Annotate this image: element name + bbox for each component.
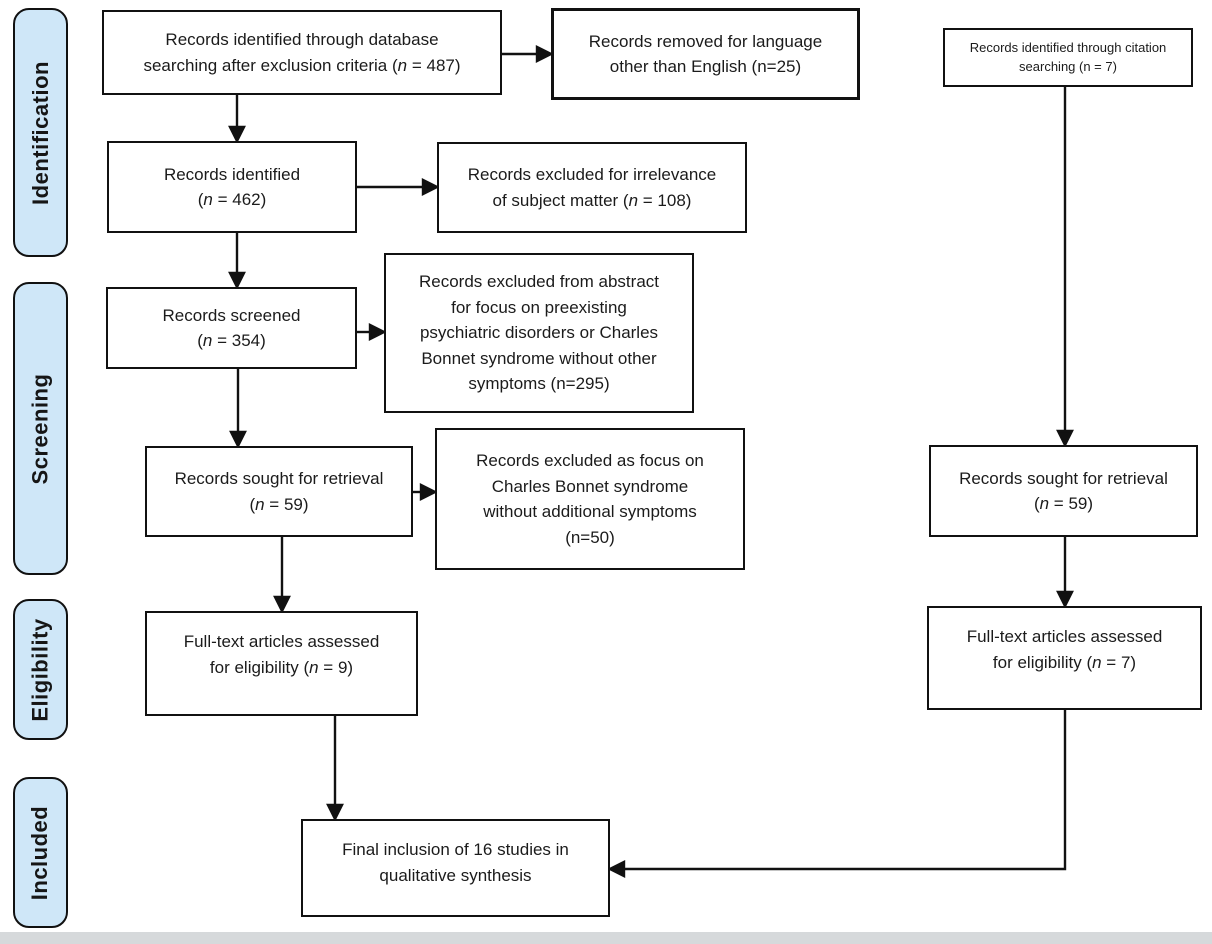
box-fulltext-assessed-left-text: Full-text articles assessed for eligibil… xyxy=(183,632,380,677)
box-final-inclusion: Final inclusion of 16 studies in qualita… xyxy=(301,819,610,917)
box-records-sought-retrieval-right-text: Records sought for retrieval (n = 59) xyxy=(959,468,1168,514)
box-records-excluded-cbs: Records excluded as focus on Charles Bon… xyxy=(435,428,745,570)
stage-label-screening-text: Screening xyxy=(27,373,53,484)
arrowhead-fulltextright-final xyxy=(607,860,626,878)
box-final-inclusion-text: Final inclusion of 16 studies in qualita… xyxy=(342,840,569,885)
stage-label-included: Included xyxy=(13,777,68,928)
box-records-removed-language-text: Records removed for language other than … xyxy=(588,31,823,77)
box-records-identified-text: Records identified (n = 462) xyxy=(163,164,301,210)
stage-label-eligibility: Eligibility xyxy=(13,599,68,740)
box-fulltext-assessed-left: Full-text articles assessed for eligibil… xyxy=(145,611,418,716)
box-records-excluded-abstract: Records excluded from abstract for focus… xyxy=(384,253,694,413)
box-records-excluded-irrelevance: Records excluded for irrelevance of subj… xyxy=(437,142,747,233)
arrow-fulltextright-final xyxy=(623,710,1067,871)
box-records-identified: Records identified (n = 462) xyxy=(107,141,357,233)
arrowhead-retrievalright-fulltextright xyxy=(1056,590,1074,609)
box-records-screened: Records screened (n = 354) xyxy=(106,287,357,369)
arrowhead-identified-screened xyxy=(228,271,246,290)
arrowhead-fulltext-final xyxy=(326,803,344,822)
box-fulltext-assessed-right: Full-text articles assessed for eligibil… xyxy=(927,606,1202,710)
box-fulltext-assessed-right-text: Full-text articles assessed for eligibil… xyxy=(966,627,1163,672)
box-records-citation-search: Records identified through citation sear… xyxy=(943,28,1193,87)
stage-label-eligibility-text: Eligibility xyxy=(27,617,53,722)
box-records-excluded-cbs-text: Records excluded as focus on Charles Bon… xyxy=(476,451,704,547)
arrowhead-screened-retrieval xyxy=(229,430,247,449)
box-records-sought-retrieval-right: Records sought for retrieval (n = 59) xyxy=(929,445,1198,537)
box-records-database-search: Records identified through database sear… xyxy=(102,10,502,95)
stage-label-screening: Screening xyxy=(13,282,68,575)
stage-label-identification: Identification xyxy=(13,8,68,257)
box-records-excluded-irrelevance-text: Records excluded for irrelevance of subj… xyxy=(467,165,717,210)
box-records-excluded-abstract-text: Records excluded from abstract for focus… xyxy=(419,272,659,394)
arrowhead-retrieval-cbsexcl xyxy=(419,483,438,501)
box-records-citation-search-text: Records identified through citation sear… xyxy=(969,39,1167,74)
arrowhead-retrieval-fulltext xyxy=(273,595,291,614)
box-records-sought-retrieval-left: Records sought for retrieval (n = 59) xyxy=(145,446,413,537)
arrowhead-dbsearch-langremoved xyxy=(535,45,554,63)
arrowhead-dbsearch-identified xyxy=(228,125,246,144)
arrowhead-citation-retrievalright xyxy=(1056,429,1074,448)
arrowhead-identified-irrelevance xyxy=(421,178,440,196)
box-records-removed-language: Records removed for language other than … xyxy=(551,8,860,100)
bottom-edge-artifact xyxy=(0,932,1212,944)
box-records-sought-retrieval-left-text: Records sought for retrieval (n = 59) xyxy=(174,469,384,514)
box-records-screened-text: Records screened (n = 354) xyxy=(162,305,301,351)
arrowhead-screened-abstractexcl xyxy=(368,323,387,341)
stage-label-identification-text: Identification xyxy=(27,60,53,205)
stage-label-included-text: Included xyxy=(27,805,53,900)
box-records-database-search-text: Records identified through database sear… xyxy=(143,30,461,75)
